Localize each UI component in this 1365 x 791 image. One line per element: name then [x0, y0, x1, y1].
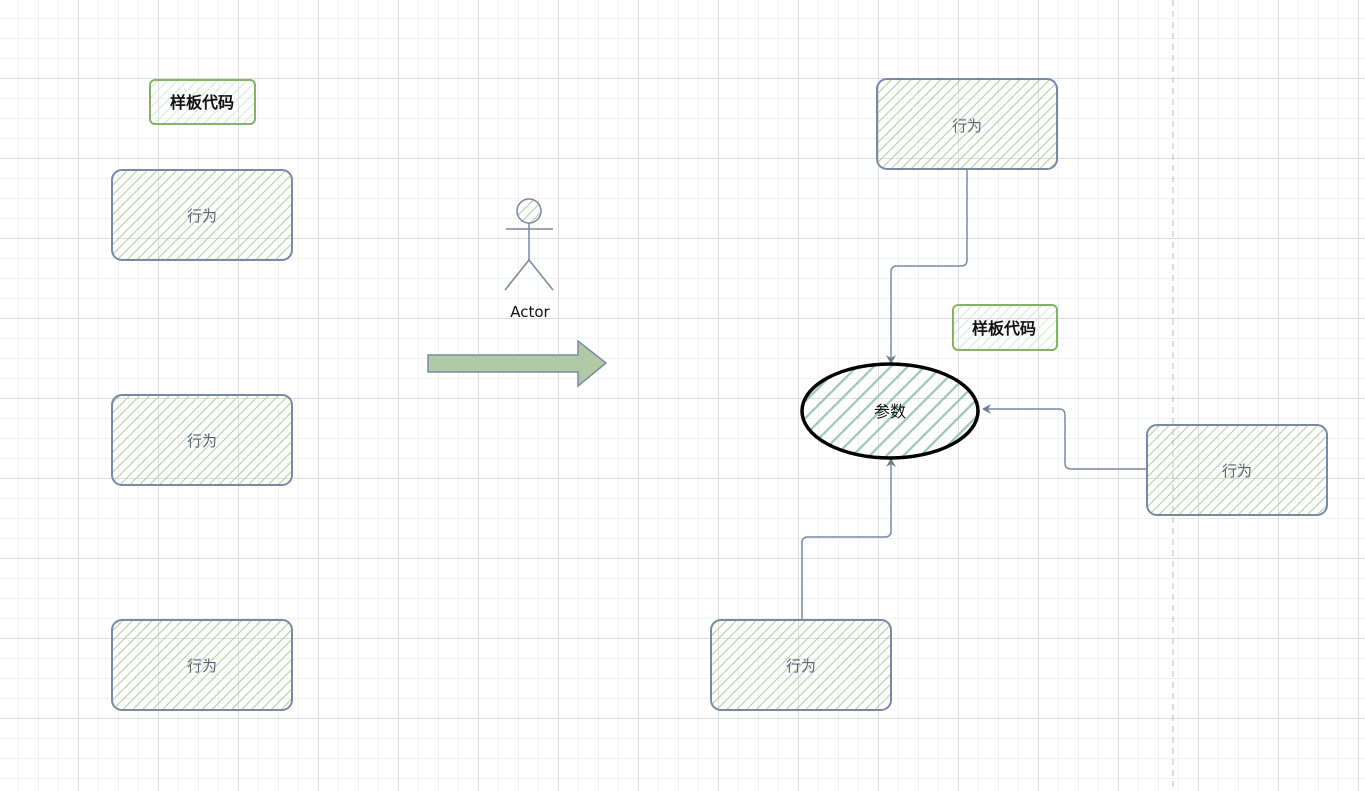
behavior-box-2[interactable]: 行为 [111, 394, 293, 486]
actor-head-icon [516, 198, 542, 224]
transform-arrow-icon [427, 339, 608, 388]
svg-text:行为: 行为 [187, 657, 217, 675]
svg-text:样板代码: 样板代码 [972, 319, 1036, 338]
svg-text:行为: 行为 [952, 117, 982, 135]
boilerplate-label-left[interactable]: 样板代码 [149, 79, 256, 125]
behavior-box-bottom[interactable]: 行为 [710, 619, 892, 711]
boilerplate-label-right[interactable]: 样板代码 [952, 304, 1058, 351]
svg-text:行为: 行为 [1222, 462, 1252, 480]
svg-text:样板代码: 样板代码 [170, 93, 234, 112]
behavior-box-right[interactable]: 行为 [1146, 424, 1328, 516]
svg-text:行为: 行为 [187, 432, 217, 450]
parameter-ellipse[interactable]: 参数 [800, 362, 980, 460]
actor-label: Actor [510, 303, 550, 321]
connector-right[interactable] [982, 404, 1147, 470]
behavior-box-top[interactable]: 行为 [876, 78, 1058, 170]
behavior-box-1[interactable]: 行为 [111, 169, 293, 261]
behavior-box-3[interactable]: 行为 [111, 619, 293, 711]
connector-bottom[interactable] [801, 458, 896, 620]
svg-text:行为: 行为 [187, 207, 217, 225]
svg-text:行为: 行为 [786, 657, 816, 675]
svg-text:参数: 参数 [874, 402, 906, 421]
connector-top[interactable] [886, 169, 968, 364]
actor-figure[interactable] [504, 198, 554, 291]
